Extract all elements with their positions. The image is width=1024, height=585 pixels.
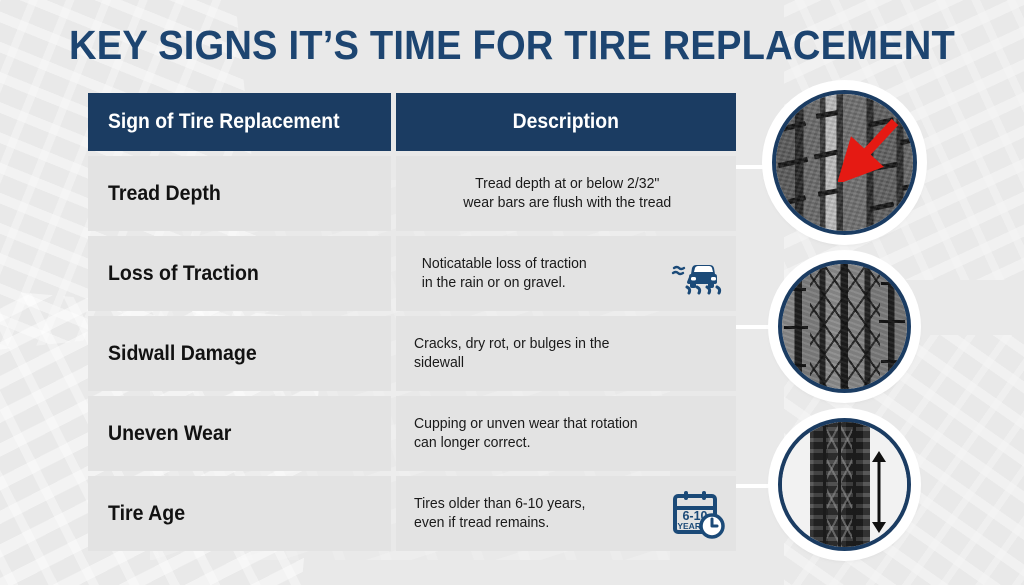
row-description-cell: Cupping or unven wear that rotation can … (396, 396, 736, 471)
description-line-1: Cupping or unven wear that rotation (414, 415, 638, 432)
row-sign-cell: Uneven Wear (88, 396, 391, 471)
header-label-sign: Sign of Tire Replacement (108, 110, 340, 133)
description-line-1: Cracks, dry rot, or bulges in the (414, 335, 610, 352)
table-row: Tread Depth Tread depth at or below 2/32… (88, 156, 736, 231)
description-line-1: Tires older than 6-10 years, (414, 495, 586, 512)
calendar-unit-text: YEARS (677, 521, 707, 531)
page-title: KEY SIGNS IT’S TIME FOR TIRE REPLACEMENT (69, 22, 955, 68)
calendar-clock-icon: 6-10 YEARS (668, 489, 730, 539)
description-line-2: can longer correct. (414, 434, 531, 451)
photo-circle-tread-pattern (773, 255, 916, 398)
siping-pattern (809, 264, 880, 389)
row-sign-label: Tire Age (108, 501, 186, 525)
row-sign-label: Sidwall Damage (108, 341, 257, 365)
connector-line-2 (730, 325, 790, 329)
header-label-description: Description (512, 110, 620, 133)
worn-tread-photo (776, 94, 913, 231)
table-row: Sidwall Damage Cracks, dry rot, or bulge… (88, 316, 736, 391)
row-description-cell: Tread depth at or below 2/32" wear bars … (396, 156, 736, 231)
row-description-text: Cupping or unven wear that rotation can … (414, 415, 721, 453)
photo-circle-worn-tread (767, 85, 922, 240)
photo-circle-border (772, 90, 917, 235)
description-line-2: sidewall (414, 354, 465, 371)
description-line-2: even if tread remains. (414, 514, 550, 531)
connector-line-3 (730, 484, 790, 488)
table-row: Tire Age Tires older than 6-10 years, ev… (88, 476, 736, 551)
tread-pattern-photo (782, 264, 907, 389)
row-description-cell: Noticatable loss of traction in the rain… (396, 236, 736, 311)
table-row: Uneven Wear Cupping or unven wear that r… (88, 396, 736, 471)
description-line-2: in the rain or on gravel. (421, 274, 566, 291)
row-sign-label: Uneven Wear (108, 421, 232, 445)
row-sign-cell: Loss of Traction (88, 236, 391, 311)
photo-circle-tread-depth (773, 413, 916, 556)
skidding-car-icon (668, 251, 730, 297)
row-description-text: Cracks, dry rot, or bulges in the sidewa… (414, 335, 721, 373)
row-sign-cell: Tire Age (88, 476, 391, 551)
row-sign-cell: Sidwall Damage (88, 316, 391, 391)
table-header-row: Sign of Tire Replacement Description (88, 93, 736, 151)
row-sign-cell: Tread Depth (88, 156, 391, 231)
photo-circle-border (778, 418, 911, 551)
table-row: Loss of Traction Noticatable loss of tra… (88, 236, 736, 311)
description-line-1: Noticatable loss of traction (421, 255, 587, 272)
photo-circle-border (778, 260, 911, 393)
header-cell-sign: Sign of Tire Replacement (88, 93, 391, 151)
row-sign-label: Tread Depth (108, 181, 221, 205)
row-description-text: Tread depth at or below 2/32" wear bars … (414, 175, 721, 213)
signs-table: Sign of Tire Replacement Description Tre… (88, 93, 736, 551)
header-cell-description: Description (396, 93, 736, 151)
row-description-text: Tires older than 6-10 years, even if tre… (414, 495, 655, 533)
description-line-2: wear bars are flush with the tread (463, 194, 672, 211)
row-description-cell: Tires older than 6-10 years, even if tre… (396, 476, 736, 551)
tire-profile-photo (782, 422, 907, 547)
row-sign-label: Loss of Traction (108, 261, 259, 285)
row-description-text: Noticatable loss of traction in the rain… (414, 255, 655, 293)
red-arrow-icon (838, 118, 899, 182)
row-description-cell: Cracks, dry rot, or bulges in the sidewa… (396, 316, 736, 391)
connector-line-1 (730, 165, 790, 169)
description-line-1: Tread depth at or below 2/32" (475, 175, 660, 192)
depth-measure-arrow-icon (872, 451, 886, 533)
